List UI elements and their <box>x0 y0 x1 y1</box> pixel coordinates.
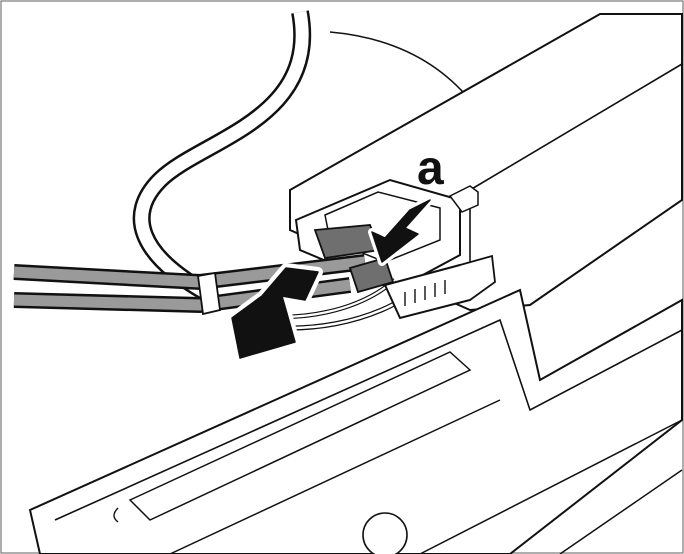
housing-edge-line <box>469 63 683 191</box>
callout-label-a: a <box>417 142 444 195</box>
small-notch <box>113 507 119 523</box>
cable-loop-outer <box>132 10 312 300</box>
latch-tab <box>448 185 479 213</box>
arrow-down-left-icon <box>368 196 434 266</box>
cable-clip <box>196 271 222 316</box>
arrow-left-icon <box>227 263 323 363</box>
base-plate-slot <box>128 351 472 521</box>
screw-hole <box>362 512 408 554</box>
cable-loop-inner <box>135 10 309 298</box>
base-plate-line <box>169 399 501 554</box>
background-arc <box>329 31 471 101</box>
base-plate-rim <box>54 318 683 521</box>
plug-grip <box>348 256 395 294</box>
connector-pins <box>404 280 446 306</box>
connector-plug-white-ridge <box>459 254 496 301</box>
base-plate-line-2 <box>419 419 683 554</box>
base-plate-line-3 <box>559 469 683 554</box>
